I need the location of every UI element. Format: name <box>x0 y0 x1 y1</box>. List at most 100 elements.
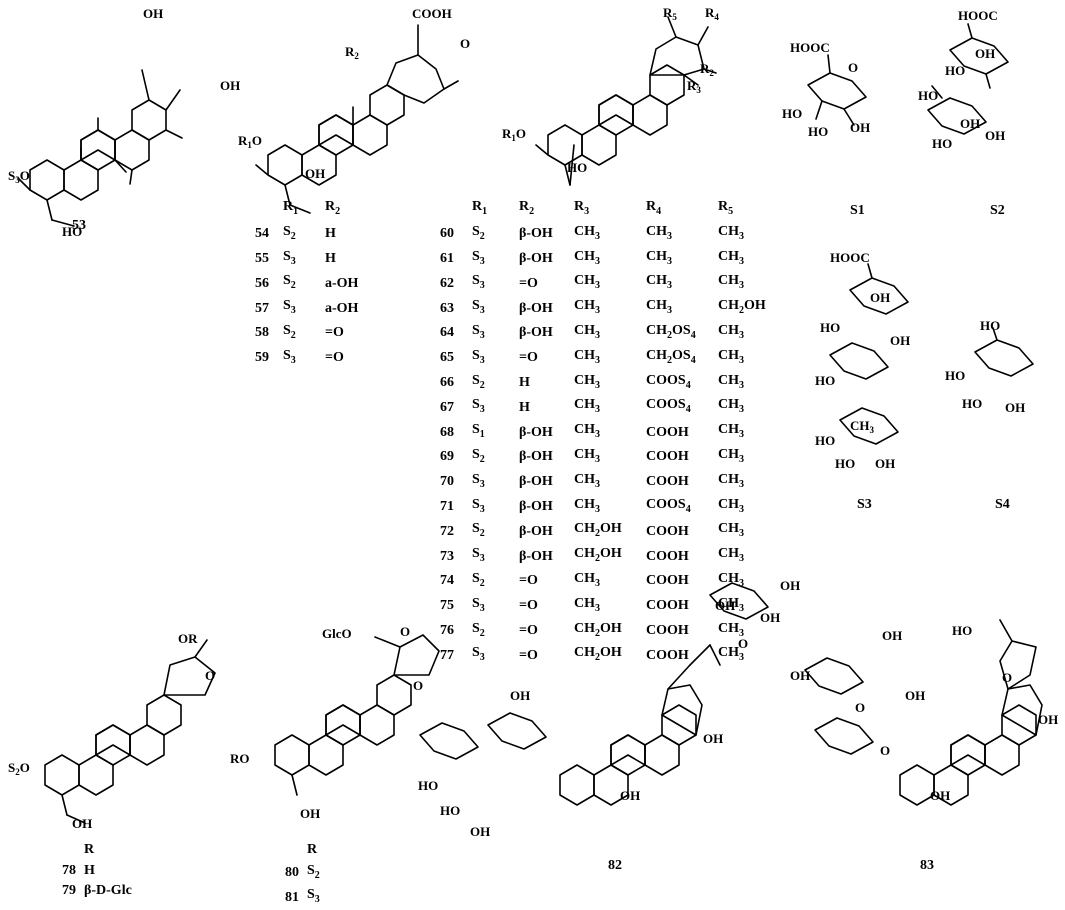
substituent-cell: β-OH <box>519 449 553 465</box>
substituent-cell: CH3 <box>646 223 672 242</box>
substituent-cell: =O <box>325 350 344 366</box>
substituent-cell: COOH <box>646 573 689 589</box>
substituent-cell: CH2OH <box>574 620 622 639</box>
substituent-cell: S2 <box>472 372 485 391</box>
svg-text:HO: HO <box>980 318 1000 333</box>
substituent-cell: S3 <box>283 347 296 366</box>
substituent-cell: COOH <box>646 424 689 440</box>
svg-text:OH: OH <box>220 78 240 93</box>
svg-text:HO: HO <box>440 803 460 818</box>
substituent-cell: S3 <box>472 397 485 416</box>
substituent-cell: =O <box>519 622 538 638</box>
svg-text:OH: OH <box>715 598 735 613</box>
svg-text:HO: HO <box>62 224 82 239</box>
compound-number: 79 <box>62 883 76 899</box>
header-cell <box>62 840 84 861</box>
substituent-cell: =O <box>325 325 344 341</box>
substituent-cell: COOH <box>646 548 689 564</box>
svg-text:HOOC: HOOC <box>830 250 870 265</box>
svg-text:S3O: S3O <box>8 168 30 185</box>
substituent-cell: CH3 <box>646 273 672 292</box>
svg-text:HOOC: HOOC <box>790 40 830 55</box>
svg-text:OH: OH <box>875 456 895 471</box>
svg-text:S2O: S2O <box>8 760 30 777</box>
svg-text:HO: HO <box>962 396 982 411</box>
substituent-cell: S3 <box>472 347 485 366</box>
compound-number: 76 <box>440 622 454 638</box>
structure-54-59 <box>255 24 459 214</box>
substituent-cell: CH3 <box>718 595 744 614</box>
substituent-cell: CH3 <box>646 248 672 267</box>
substituent-cell: CH3 <box>574 422 600 440</box>
svg-text:OH: OH <box>470 824 490 839</box>
svg-text:OH: OH <box>780 578 800 593</box>
substituent-cell: β-D-Glc <box>84 883 132 899</box>
compound-number: 75 <box>440 598 454 614</box>
substituent-cell: β-OH <box>519 474 553 490</box>
substituent-cell: COOH <box>646 598 689 614</box>
svg-text:OH: OH <box>703 731 723 746</box>
substituent-cell: CH3 <box>718 620 744 639</box>
substituent-cell: COOS4 <box>646 496 691 515</box>
substituent-cell: β-OH <box>519 498 553 514</box>
substituent-cell: CH3 <box>574 347 600 366</box>
compound-number: 77 <box>440 647 454 663</box>
substituent-cell: H <box>325 226 336 242</box>
substituent-cell: β-OH <box>519 424 553 440</box>
structure-s2 <box>927 23 1009 135</box>
substituent-cell: CH3 <box>718 397 744 416</box>
compound-number: 62 <box>440 275 454 291</box>
substituent-cell: CH2OS4 <box>646 347 696 366</box>
svg-text:R1O: R1O <box>502 126 526 143</box>
compound-number: 67 <box>440 399 454 415</box>
substituent-cell: CH3 <box>718 546 744 564</box>
label-82: 82 <box>608 858 622 873</box>
substituent-cell: H <box>519 399 530 415</box>
svg-text:HO: HO <box>820 320 840 335</box>
substituent-cell: CH3 <box>646 298 672 316</box>
svg-text:O: O <box>855 700 865 715</box>
substituent-cell: CH3 <box>718 645 744 664</box>
substituent-cell: CH3 <box>574 372 600 391</box>
compound-number: 60 <box>440 226 454 242</box>
svg-text:HO: HO <box>567 160 587 175</box>
svg-text:OH: OH <box>305 166 325 181</box>
structure-78-79 <box>44 639 216 824</box>
compound-number: 80 <box>285 864 299 880</box>
substituent-cell: CH3 <box>574 223 600 242</box>
compound-number: 55 <box>255 250 269 266</box>
substituent-cell: S2 <box>472 620 485 639</box>
svg-text:HO: HO <box>932 136 952 151</box>
substituent-cell: S2 <box>472 570 485 589</box>
substituent-cell: CH3 <box>718 422 744 440</box>
svg-text:O: O <box>400 624 410 639</box>
compound-number: 74 <box>440 573 454 589</box>
svg-text:R2: R2 <box>345 44 359 61</box>
compound-number: 70 <box>440 474 454 490</box>
structure-53 <box>17 69 183 227</box>
svg-text:OH: OH <box>620 788 640 803</box>
structure-s3 <box>829 263 909 445</box>
svg-text:R1O: R1O <box>238 133 262 150</box>
label-s1: S1 <box>850 203 865 219</box>
header-cell <box>440 197 472 222</box>
substituent-cell: CH3 <box>718 372 744 391</box>
s1-text: S1 <box>850 203 865 218</box>
header-cell: R4 <box>646 199 662 217</box>
compound-number: 68 <box>440 424 454 440</box>
substituent-cell: =O <box>519 350 538 366</box>
svg-text:OH: OH <box>850 120 870 135</box>
